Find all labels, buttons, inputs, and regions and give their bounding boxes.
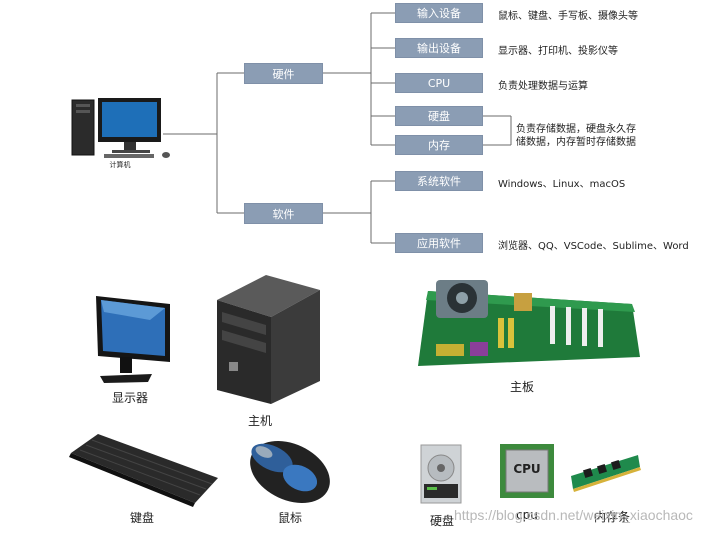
disk-node: 硬盘 <box>395 106 483 126</box>
memory-stick-label: 内存条 <box>593 510 630 524</box>
cpu-desc: 负责处理数据与运算 <box>498 81 588 92</box>
storage-desc-line1: 负责存储数据，硬盘永久存 <box>516 124 636 135</box>
root-label: 计算机 <box>109 161 131 169</box>
motherboard-label: 主板 <box>509 380 534 394</box>
system-software-desc: Windows、Linux、macOS <box>498 179 626 190</box>
keyboard-label: 键盘 <box>129 511 154 525</box>
monitor-label: 显示器 <box>111 391 148 405</box>
memory-node: 内存 <box>395 135 483 155</box>
storage-desc-line2: 储数据，内存暂时存储数据 <box>516 137 636 148</box>
cpu-label: cpu <box>516 508 538 522</box>
output-device-node: 输出设备 <box>395 38 483 58</box>
system-software-node: 系统软件 <box>395 171 483 191</box>
host-label: 主机 <box>247 414 272 428</box>
watermark: https://blog.csdn.net/weixin_xiaochaoc <box>454 507 693 523</box>
input-device-desc: 鼠标、键盘、手写板、摄像头等 <box>498 11 638 22</box>
cpu-node: CPU <box>395 73 483 93</box>
mouse-label: 鼠标 <box>277 511 302 525</box>
application-software-node: 应用软件 <box>395 233 483 253</box>
hard-disk-label: 硬盘 <box>429 514 454 528</box>
software-node: 软件 <box>244 203 323 224</box>
output-device-desc: 显示器、打印机、投影仪等 <box>498 46 618 57</box>
cpu-chip-text: CPU <box>513 462 541 476</box>
input-device-node: 输入设备 <box>395 3 483 23</box>
hardware-node: 硬件 <box>244 63 323 84</box>
application-software-desc: 浏览器、QQ、VSCode、Sublime、Word <box>498 241 689 252</box>
